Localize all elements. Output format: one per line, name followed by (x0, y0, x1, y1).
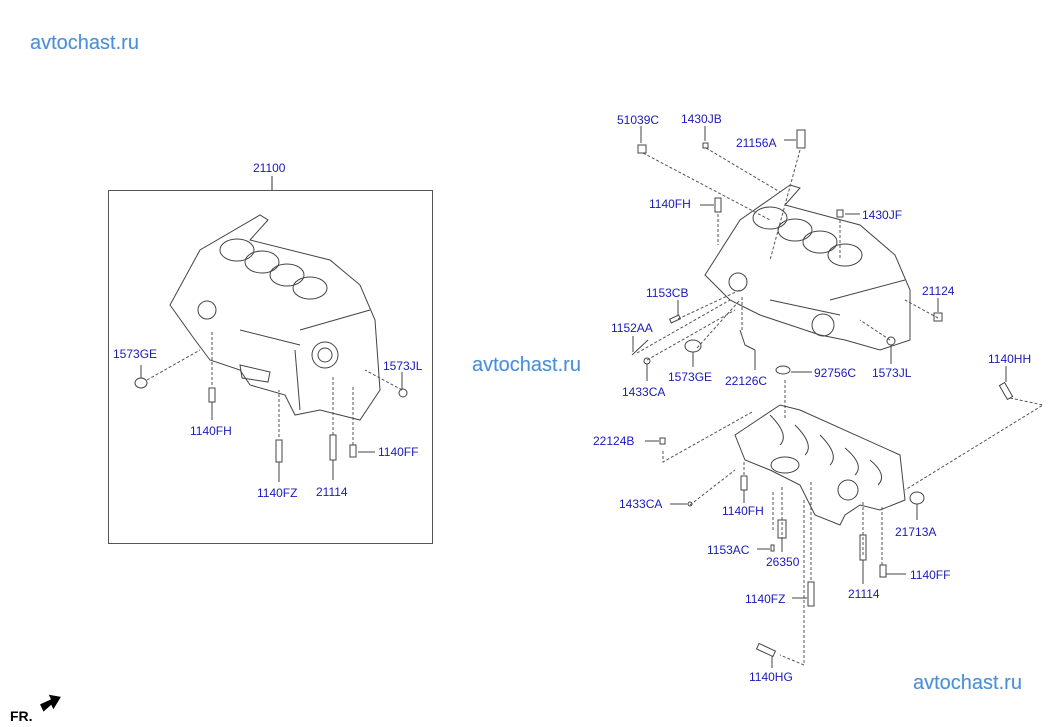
plug-1573JL-upper (886, 336, 896, 346)
bolt-1140FH-upper (714, 197, 722, 213)
bolt-1140FH-lower (740, 475, 748, 491)
callout-1140FF[interactable]: 1140FF (378, 445, 419, 459)
front-direction-label: FR. (10, 708, 33, 724)
ball-1433CA-lower (687, 501, 693, 507)
callout-1430JF[interactable]: 1430JF (862, 208, 903, 222)
bolt-1140HH (998, 381, 1014, 401)
plug-1430JB (702, 142, 709, 149)
callout-1573GE[interactable]: 1573GE (113, 347, 158, 361)
callout-1573JL-upper[interactable]: 1573JL (872, 366, 912, 380)
dowel-21124 (933, 312, 943, 322)
callout-1433CA-upper[interactable]: 1433CA (622, 385, 666, 399)
bolt-1140FH (208, 387, 216, 403)
bolt-1140FZ (275, 439, 283, 463)
callout-22124B[interactable]: 22124B (593, 434, 635, 448)
callout-1140HH[interactable]: 1140HH (988, 352, 1032, 366)
engine-block-lower (734, 404, 906, 526)
callout-1140FH-lower[interactable]: 1140FH (722, 504, 764, 518)
callout-1140FZ-lower[interactable]: 1140FZ (745, 592, 786, 606)
oring-92756C (775, 365, 791, 375)
callout-1152AA[interactable]: 1152AA (611, 321, 653, 335)
callout-21124[interactable]: 21124 (922, 284, 955, 298)
callout-21114[interactable]: 21114 (316, 485, 348, 499)
stud-1153CB (668, 314, 682, 324)
callout-1433CA-lower[interactable]: 1433CA (619, 497, 663, 511)
watermark-center: avtochast.ru (472, 354, 581, 376)
engine-block-assembly (169, 214, 381, 421)
label-21100: 21100 (253, 161, 286, 175)
callout-26350[interactable]: 26350 (766, 555, 800, 569)
callout-1573GE-upper[interactable]: 1573GE (668, 370, 713, 384)
plug-1573JL (398, 388, 408, 398)
callout-1140FH[interactable]: 1140FH (190, 424, 232, 438)
callout-1573JL[interactable]: 1573JL (383, 359, 423, 373)
plug-1573GE (134, 377, 148, 389)
pin-1430JF (836, 209, 844, 218)
callout-1430JB[interactable]: 1430JB (681, 112, 722, 126)
dowel-21156A (796, 129, 806, 149)
ball-1433CA (643, 357, 651, 365)
bolt-21114 (329, 434, 337, 461)
bolt-1140FF (349, 444, 357, 458)
callout-1153AC[interactable]: 1153AC (707, 543, 750, 557)
pipe-22126C (739, 329, 756, 351)
callout-51039C[interactable]: 51039C (617, 113, 660, 127)
pin-1153AC (770, 544, 775, 552)
bolt-1140FF-lower (879, 564, 887, 578)
pin-1152AA (631, 339, 649, 356)
callout-1140FH-upper[interactable]: 1140FH (649, 197, 691, 211)
watermark-bottom-right: avtochast.ru (913, 672, 1022, 694)
bolt-1140HG (755, 642, 777, 658)
bolt-1140FZ-lower (807, 581, 815, 607)
callout-92756C[interactable]: 92756C (814, 366, 857, 380)
callout-22126C[interactable]: 22126C (725, 374, 768, 388)
callout-21713A[interactable]: 21713A (895, 525, 937, 539)
seal-21713A (909, 491, 925, 505)
callout-1140FZ[interactable]: 1140FZ (257, 486, 298, 500)
front-arrow-icon (40, 694, 61, 712)
plug-51039C (637, 144, 647, 154)
callout-1140HG[interactable]: 1140HG (749, 670, 793, 684)
assembly-frame (108, 190, 433, 544)
engine-block-upper (704, 184, 911, 351)
callout-1153CB[interactable]: 1153CB (646, 286, 689, 300)
callout-21114-lower[interactable]: 21114 (848, 587, 880, 601)
pin-22124B (659, 437, 666, 445)
callout-1140FF-lower[interactable]: 1140FF (910, 568, 951, 582)
watermark-top-left: avtochast.ru (30, 32, 139, 54)
callout-21156A[interactable]: 21156A (736, 136, 777, 150)
